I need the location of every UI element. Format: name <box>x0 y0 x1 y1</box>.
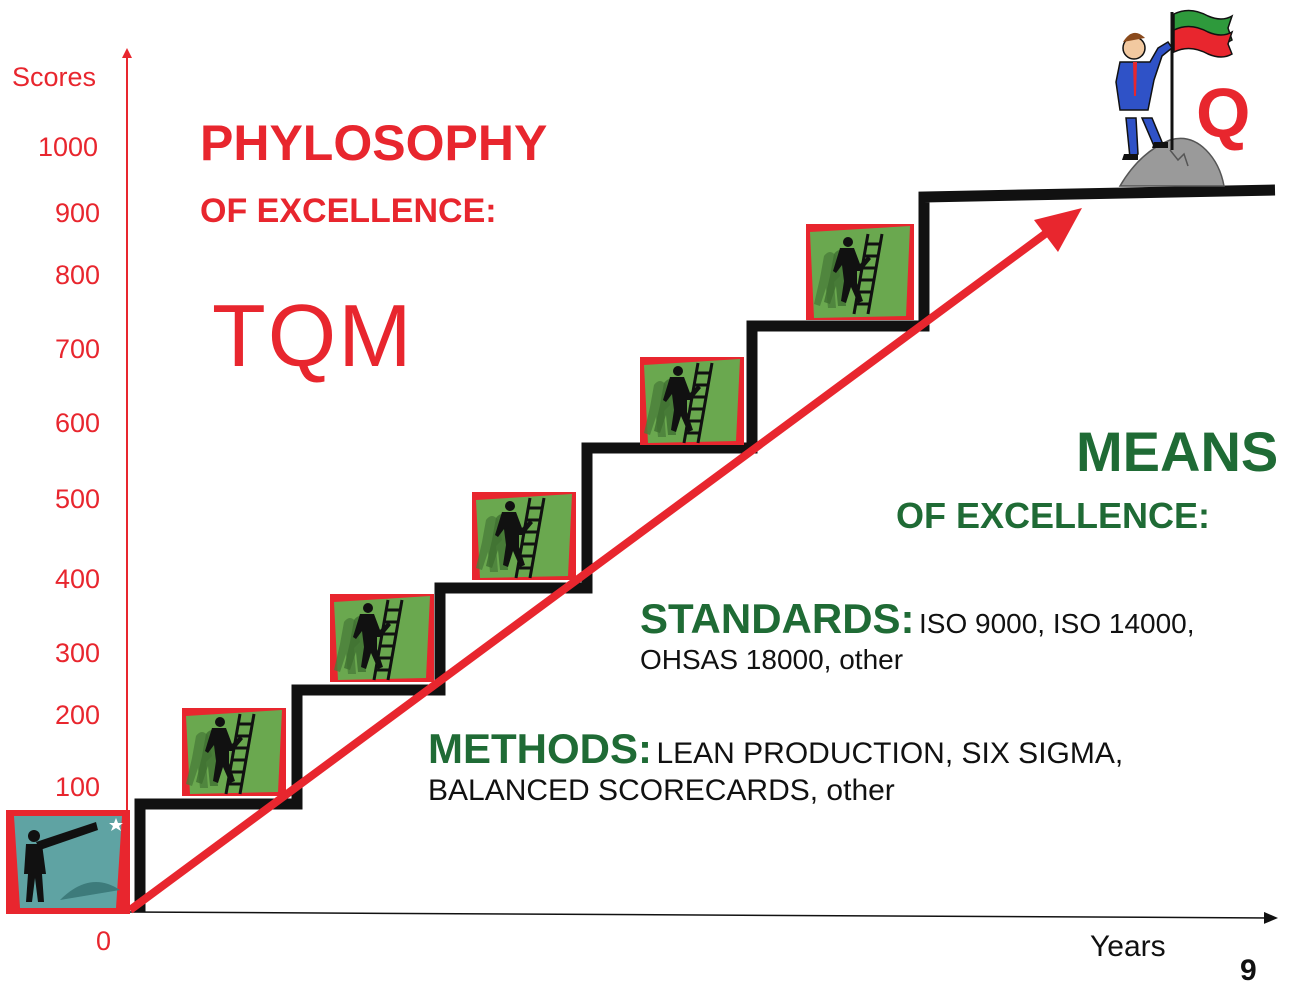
y-tick-900: 900 <box>55 198 101 228</box>
means-subtitle: OF EXCELLENCE: <box>896 495 1211 536</box>
summit-businessman-icon <box>1115 9 1234 187</box>
step-card-5 <box>806 224 914 320</box>
y-tick-100: 100 <box>55 772 101 802</box>
y-tick-1000: 1000 <box>38 132 99 162</box>
y-tick-600: 600 <box>55 408 101 438</box>
y-axis-label: Scores <box>12 62 97 92</box>
x-axis-label: Years <box>1090 930 1166 963</box>
y-tick-800: 800 <box>55 260 101 290</box>
star-icon <box>109 818 123 831</box>
step-card-4 <box>640 357 744 445</box>
growth-arrow <box>127 208 1082 914</box>
standards-items-2: OHSAS 18000, other <box>640 644 904 675</box>
philosophy-title: PHYLOSOPHY <box>200 115 548 171</box>
philosophy-subtitle: OF EXCELLENCE: <box>200 192 497 230</box>
y-tick-300: 300 <box>55 638 101 668</box>
step-card-3 <box>472 492 576 580</box>
start-card <box>6 810 130 914</box>
telescope-person-icon <box>24 822 98 902</box>
tqm-label: TQM <box>212 286 414 385</box>
methods-items-2: BALANCED SCORECARDS, other <box>428 774 895 807</box>
step-card-2 <box>330 594 434 682</box>
methods-items-1: LEAN PRODUCTION, SIX SIGMA, <box>656 737 1124 770</box>
x-axis <box>126 911 1278 924</box>
step-card-1 <box>182 708 286 796</box>
methods-line-1: METHODS: LEAN PRODUCTION, SIX SIGMA, <box>428 728 1123 770</box>
y-tick-500: 500 <box>55 484 101 514</box>
means-title: MEANS <box>1076 420 1279 483</box>
standards-label: STANDARDS: <box>640 595 915 642</box>
page-number: 9 <box>1240 954 1257 987</box>
methods-label: METHODS: <box>428 725 652 772</box>
standards-items-1: ISO 9000, ISO 14000, <box>919 608 1195 639</box>
y-tick-200: 200 <box>55 700 101 730</box>
summit-letter: Q <box>1196 74 1251 152</box>
y-tick-700: 700 <box>55 334 101 364</box>
y-tick-400: 400 <box>55 564 101 594</box>
origin-label: 0 <box>96 926 112 956</box>
standards-line-1: STANDARDS: ISO 9000, ISO 14000, <box>640 598 1195 640</box>
